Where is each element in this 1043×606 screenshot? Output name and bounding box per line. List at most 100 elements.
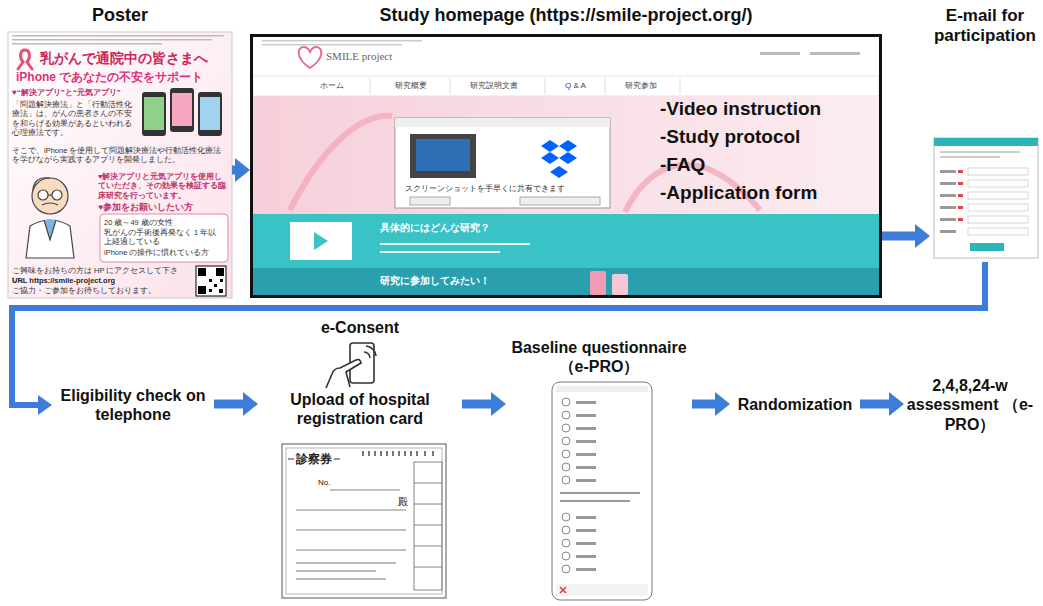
questionnaire-phone-part-part	[562, 411, 570, 419]
poster-art-part-part	[12, 35, 224, 37]
homepage-screenshot-part-part	[760, 52, 800, 55]
email-screenshot-part-part	[958, 182, 963, 185]
registration-card-part-part	[424, 451, 426, 456]
poster-art-part	[100, 214, 228, 262]
homepage-screenshot-part-part	[262, 44, 402, 46]
questionnaire-phone-part-part	[576, 542, 596, 545]
questionnaire-phone-part-part	[562, 526, 570, 534]
arrow-head	[889, 392, 904, 416]
email-screenshot-part	[970, 243, 1004, 251]
questionnaire-phone-part-part	[576, 453, 596, 456]
registration-card-part-part	[296, 570, 376, 572]
poster-art-part-part	[214, 284, 217, 287]
email-screenshot-part-part	[958, 206, 963, 209]
dialog-text: スクリーンショットを手早くに共有できます	[405, 184, 600, 193]
email-screenshot-part-part	[958, 194, 963, 197]
poster-art-part-part	[209, 289, 212, 292]
email-screenshot-part-part	[940, 151, 1020, 153]
registration-card-part-part	[398, 451, 400, 456]
questionnaire-phone-part	[562, 398, 570, 573]
questionnaire-phone-part-part	[576, 529, 596, 532]
panel-heading: E-mail for participation	[933, 6, 1037, 47]
nav-item: Q & A	[565, 81, 601, 91]
poster-art-part	[142, 92, 166, 136]
homepage-screenshot-part	[520, 197, 600, 205]
email-screenshot-part-part	[940, 194, 956, 197]
poster-art-part-part	[26, 220, 74, 258]
homepage-screenshot-part	[395, 118, 610, 127]
poster-art-part	[172, 93, 192, 126]
homepage-screenshot-part-part	[290, 116, 392, 210]
process-step: e-ConsentUpload of hospital registration…	[258, 318, 462, 602]
registration-card-part	[362, 451, 434, 456]
card-field: No.	[318, 478, 348, 488]
questionnaire-phone-part-part	[560, 500, 630, 502]
homepage-screenshot-part	[380, 243, 530, 253]
poster-art-part	[200, 97, 220, 130]
process-step: Eligibility check on telephone	[52, 380, 214, 430]
flow-arrow	[214, 392, 258, 416]
poster-art-part-part	[198, 286, 206, 294]
poster-condition: 20 歳～49 歳の女性	[104, 218, 224, 227]
card-field: 殿	[398, 496, 412, 509]
list-item: -Application form	[660, 182, 875, 205]
poster-heading: ♥参加をお願いしたい方	[98, 202, 228, 213]
email-screenshot	[934, 138, 1038, 258]
questionnaire-phone-part-part	[562, 424, 570, 432]
poster-art-part	[12, 35, 224, 45]
questionnaire-phone-part-part	[576, 555, 596, 558]
arrow-head	[38, 395, 52, 415]
poster-text: ご協力・ご参加をお待ちしております。	[12, 286, 192, 295]
questionnaire-phone-part	[560, 401, 640, 571]
e-consent-icon	[326, 343, 376, 388]
homepage-screenshot-part-part	[559, 152, 577, 164]
questionnaire-phone-part	[552, 382, 652, 600]
poster-art-part	[198, 92, 222, 136]
arrow-head	[915, 224, 930, 248]
questionnaire-phone-part-part	[562, 450, 570, 458]
homepage-screenshot-part	[253, 214, 879, 268]
questionnaire-phone-part	[560, 587, 566, 593]
poster-condition: iPhone の操作に慣れている方	[104, 248, 224, 257]
email-screenshot-part-part	[968, 180, 1028, 187]
email-panel: E-mail for participation	[930, 6, 1040, 262]
questionnaire-phone-part-part	[576, 427, 596, 430]
email-screenshot-part-part	[940, 182, 956, 185]
registration-card-part-part	[416, 451, 418, 456]
registration-card-part-part	[380, 451, 382, 456]
poster-art-part-part	[219, 289, 223, 293]
site-logo-text: SMILE project	[326, 50, 436, 64]
arrow-shaft	[860, 400, 891, 409]
homepage-screenshot-part	[590, 271, 606, 295]
poster-art	[8, 32, 232, 298]
nav-item: 研究概要	[395, 81, 451, 91]
email-screenshot-part	[968, 168, 1028, 235]
poster-art-part	[196, 266, 226, 296]
poster-art-part-part	[38, 190, 48, 200]
poster-art-part-part	[220, 279, 223, 282]
flow-arrow	[692, 392, 730, 416]
poster-art-part	[26, 178, 74, 258]
poster-art-part-part	[48, 194, 52, 195]
step-label: e-Consent	[262, 318, 458, 337]
questionnaire-phone	[552, 382, 652, 600]
registration-card-part	[414, 462, 442, 590]
arrow-shaft	[214, 400, 245, 409]
poster-art-part-part	[209, 279, 212, 282]
questionnaire-phone-part-part	[562, 398, 570, 406]
panel-heading: Study homepage (https://smile-project.or…	[250, 5, 882, 27]
homepage-screenshot-part-part	[550, 166, 568, 178]
step-label: Eligibility check on telephone	[58, 386, 208, 424]
registration-card-part	[414, 483, 442, 567]
homepage-screenshot-part	[253, 268, 879, 295]
poster-art-part	[144, 97, 164, 130]
arrow-head	[491, 392, 506, 416]
nav-item: 研究説明文書	[470, 81, 530, 91]
e-consent-icon-part	[364, 346, 376, 358]
questionnaire-phone-part-part	[576, 414, 596, 417]
poster-art-part	[8, 32, 232, 298]
registration-card-part-part	[362, 451, 364, 456]
email-screenshot-part	[934, 138, 1038, 146]
questionnaire-phone-part-part	[562, 463, 570, 471]
